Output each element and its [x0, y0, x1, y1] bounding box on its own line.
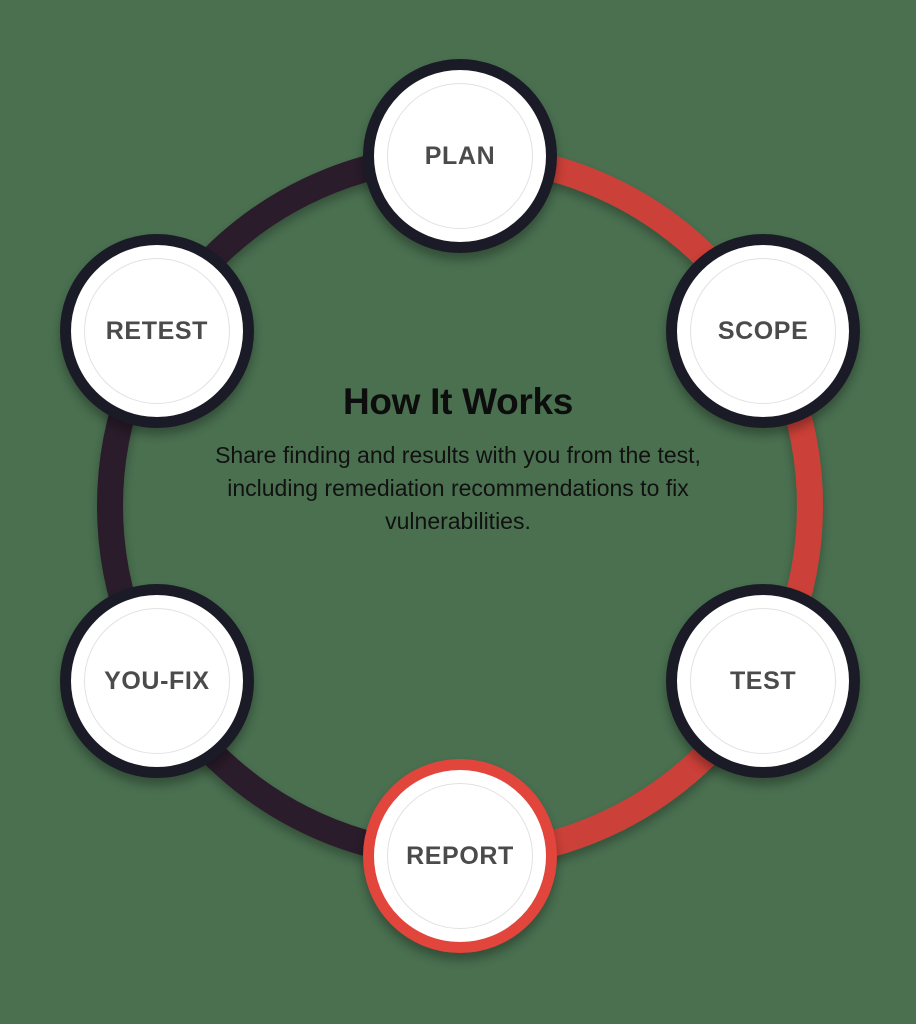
cycle-node-you-fix[interactable]: YOU-FIX: [59, 584, 254, 778]
cycle-node-plan[interactable]: PLAN: [363, 59, 557, 253]
cycle-node-label-plan: PLAN: [424, 141, 496, 170]
arc-pending-report-to-plan: [97, 143, 461, 869]
arc-completed-plan-to-report: [459, 143, 823, 869]
cycle-node-report[interactable]: REPORT: [363, 759, 557, 953]
cycle-node-label-retest: RETEST: [105, 316, 208, 345]
cycle-node-label-test: TEST: [729, 666, 797, 695]
cycle-node-label-scope: SCOPE: [717, 316, 809, 345]
cycle-node-label-you-fix: YOU-FIX: [104, 666, 210, 695]
cycle-node-scope[interactable]: SCOPE: [666, 234, 861, 428]
cycle-node-retest[interactable]: RETEST: [59, 234, 254, 428]
cycle-node-label-report: REPORT: [406, 841, 514, 870]
cycle-node-test[interactable]: TEST: [666, 584, 861, 778]
